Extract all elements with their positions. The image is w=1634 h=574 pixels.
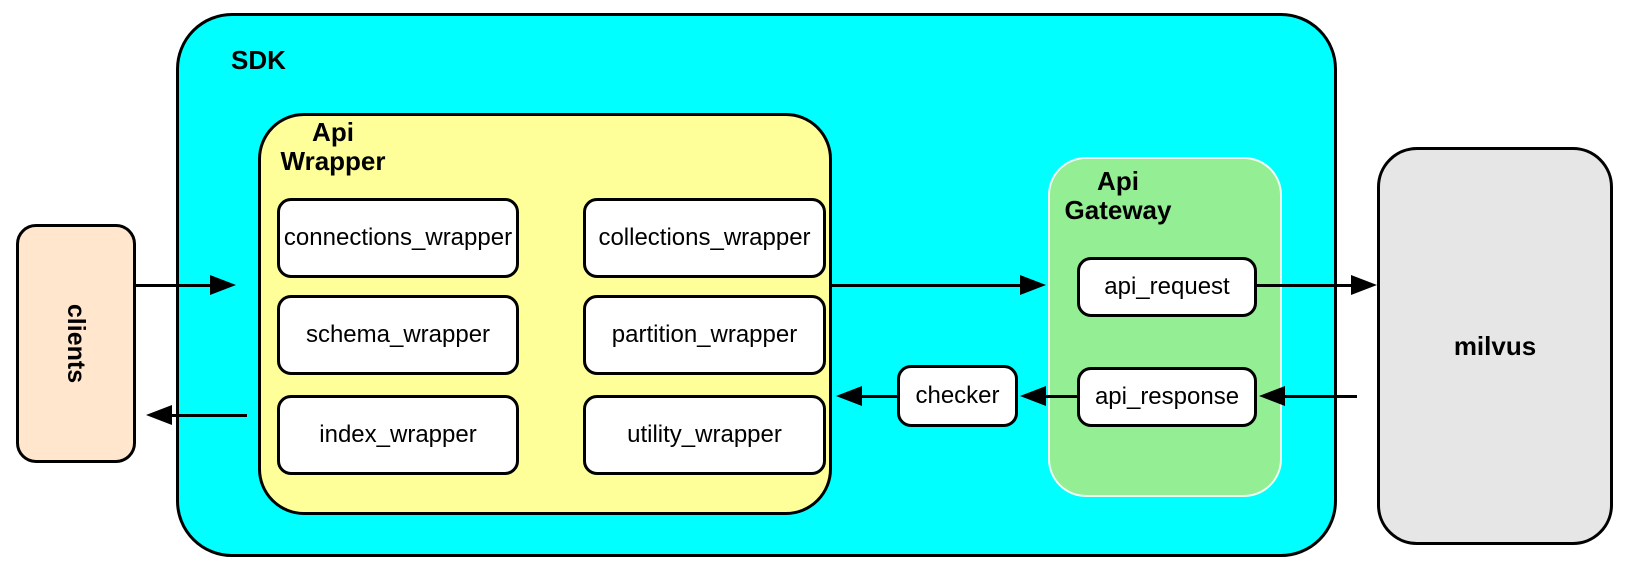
arrow-sdk-to-clients [146, 405, 247, 426]
arrow-shaft [1040, 395, 1077, 398]
milvus-label: milvus [1453, 330, 1537, 361]
partition-wrapper-label: partition_wrapper [611, 321, 798, 348]
arrow-request-to-milvus [1257, 275, 1377, 296]
arrowhead-left-icon [836, 386, 862, 406]
clients-box: clients [16, 224, 136, 463]
arrow-shaft [1279, 395, 1357, 398]
arrow-shaft [832, 284, 1026, 287]
api-request-box: api_request [1077, 257, 1257, 317]
arrowhead-right-icon [210, 275, 236, 295]
index-wrapper-box: index_wrapper [277, 395, 519, 475]
api-gateway-label-line2: Gateway [1064, 195, 1172, 225]
checker-box: checker [897, 365, 1018, 427]
arrow-response-to-checker [1020, 386, 1077, 407]
connections-wrapper-box: connections_wrapper [277, 198, 519, 278]
collections-wrapper-label: collections_wrapper [598, 224, 811, 251]
utility-wrapper-box: utility_wrapper [583, 395, 826, 475]
checker-label: checker [915, 382, 1000, 409]
api-response-label: api_response [1094, 383, 1240, 410]
api-wrapper-label-line1: Api [312, 117, 354, 147]
utility-wrapper-label: utility_wrapper [627, 421, 782, 448]
schema-wrapper-label: schema_wrapper [305, 321, 491, 348]
arrowhead-left-icon [1020, 386, 1046, 406]
api-request-label: api_request [1104, 273, 1230, 300]
clients-label: clients [62, 303, 91, 384]
arrow-shaft [166, 414, 247, 417]
arrow-checker-to-wrapper [836, 386, 897, 407]
api-wrapper-label: Api Wrapper [273, 118, 393, 176]
sdk-label: SDK [231, 45, 286, 75]
arrow-shaft [136, 284, 216, 287]
partition-wrapper-box: partition_wrapper [583, 295, 826, 375]
milvus-box: milvus [1377, 147, 1613, 545]
api-wrapper-label-line2: Wrapper [280, 146, 386, 176]
arrowhead-right-icon [1020, 275, 1046, 295]
collections-wrapper-box: collections_wrapper [583, 198, 826, 278]
arrow-shaft [1257, 284, 1357, 287]
api-gateway-label: Api Gateway [1058, 167, 1178, 225]
arrowhead-left-icon [1259, 386, 1285, 406]
schema-wrapper-box: schema_wrapper [277, 295, 519, 375]
arrow-milvus-to-response [1259, 386, 1357, 407]
api-gateway-container: Api Gateway [1048, 157, 1282, 497]
arrow-shaft [856, 395, 897, 398]
arrowhead-left-icon [146, 405, 172, 425]
api-response-box: api_response [1077, 367, 1257, 427]
arrow-clients-to-sdk [136, 275, 236, 296]
index-wrapper-label: index_wrapper [319, 421, 477, 448]
api-gateway-label-line1: Api [1097, 166, 1139, 196]
connections-wrapper-label: connections_wrapper [283, 224, 513, 251]
arrow-wrapper-to-gateway [832, 275, 1046, 296]
arrowhead-right-icon [1351, 275, 1377, 295]
